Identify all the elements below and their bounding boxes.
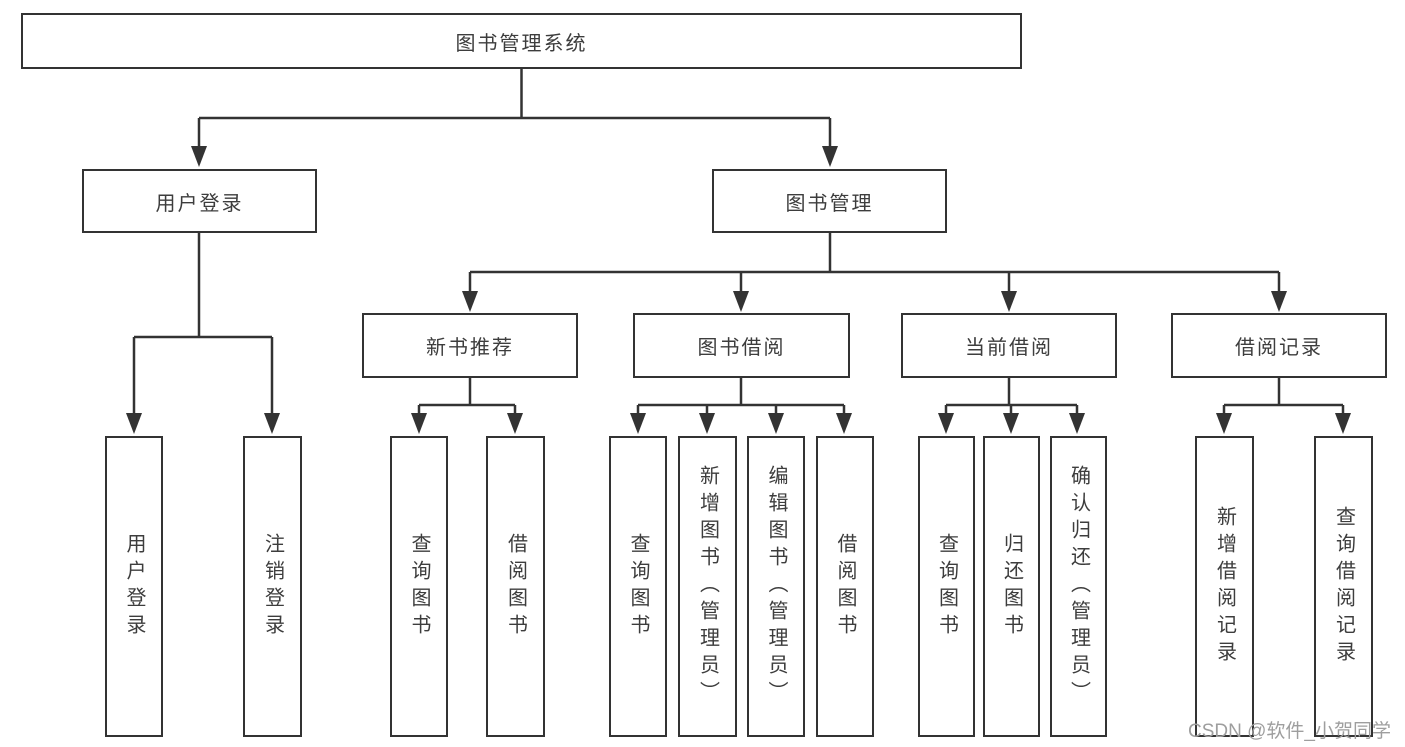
connector-current-to-leaves bbox=[938, 378, 1085, 434]
connector-records-to-leaves bbox=[1216, 378, 1351, 434]
node-label: 图书管理 bbox=[785, 192, 874, 215]
node-label: 借阅记录 bbox=[1235, 337, 1323, 359]
node-label: 当前借阅 bbox=[965, 337, 1053, 359]
node-label: 新书推荐 bbox=[426, 337, 514, 359]
connector-bookmgmt-to-level3 bbox=[462, 233, 1287, 312]
node-current-borrowing: 当前借阅 bbox=[901, 313, 1117, 378]
node-borrowing-records: 借阅记录 bbox=[1171, 313, 1387, 378]
leaf-borrow-query-books: 查询图书 bbox=[609, 436, 667, 737]
leaf-label: 借阅图书 bbox=[834, 532, 856, 641]
leaf-borrow-edit-books-admin: 编辑图书（管理员） bbox=[747, 436, 805, 737]
node-user-login-module: 用户登录 bbox=[82, 169, 317, 233]
leaf-records-add-record: 新增借阅记录 bbox=[1195, 436, 1254, 737]
connector-newbook-to-leaves bbox=[411, 378, 523, 434]
leaf-label: 查询图书 bbox=[935, 532, 958, 641]
connector-borrow-to-leaves bbox=[630, 378, 852, 434]
leaf-user-login: 用户登录 bbox=[105, 436, 163, 737]
csdn-watermark: CSDN @软件_小贺同学 bbox=[1188, 721, 1391, 742]
connector-usermgmt-to-leaves bbox=[126, 233, 280, 434]
node-book-borrowing: 图书借阅 bbox=[633, 313, 850, 378]
node-label: 图书借阅 bbox=[697, 337, 786, 359]
leaf-label: 查询借阅记录 bbox=[1332, 505, 1355, 668]
connector-root-to-level2 bbox=[191, 69, 838, 167]
leaf-label: 用户登录 bbox=[123, 532, 145, 641]
leaf-borrow-borrow-books: 借阅图书 bbox=[816, 436, 874, 737]
node-new-book-recommendation: 新书推荐 bbox=[362, 313, 578, 378]
leaf-newbook-borrow-books: 借阅图书 bbox=[486, 436, 545, 737]
leaf-label: 注销登录 bbox=[261, 532, 284, 641]
leaf-label: 借阅图书 bbox=[504, 532, 527, 641]
leaf-current-return-books: 归还图书 bbox=[983, 436, 1040, 737]
leaf-records-query-record: 查询借阅记录 bbox=[1314, 436, 1373, 737]
leaf-label: 新增借阅记录 bbox=[1213, 505, 1236, 668]
leaf-current-confirm-return-admin: 确认归还（管理员） bbox=[1050, 436, 1107, 737]
node-label: 图书管理系统 bbox=[455, 32, 588, 55]
leaf-label: 查询图书 bbox=[627, 532, 649, 641]
leaf-label: 编辑图书（管理员） bbox=[765, 465, 787, 708]
leaf-logout: 注销登录 bbox=[243, 436, 302, 737]
node-label: 用户登录 bbox=[155, 192, 244, 215]
leaf-current-query-books: 查询图书 bbox=[918, 436, 975, 737]
leaf-borrow-add-books-admin: 新增图书（管理员） bbox=[678, 436, 737, 737]
leaf-label: 确认归还（管理员） bbox=[1067, 465, 1090, 708]
leaf-label: 查询图书 bbox=[408, 532, 430, 641]
leaf-newbook-query-books: 查询图书 bbox=[390, 436, 448, 737]
node-book-management-module: 图书管理 bbox=[712, 169, 947, 233]
node-library-management-system: 图书管理系统 bbox=[21, 13, 1022, 69]
leaf-label: 新增图书（管理员） bbox=[696, 465, 719, 708]
leaf-label: 归还图书 bbox=[1000, 532, 1023, 641]
